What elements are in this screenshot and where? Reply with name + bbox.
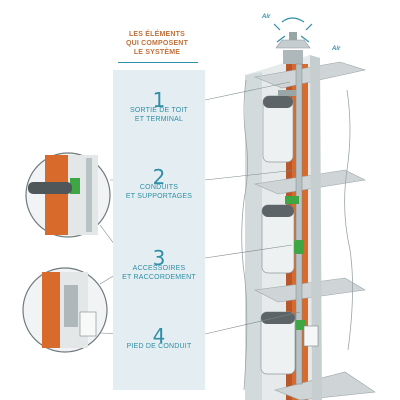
detail-circle-4 bbox=[22, 267, 108, 353]
step-4-number: 4 bbox=[152, 324, 166, 348]
boiler-top bbox=[262, 90, 296, 163]
flue-pipe bbox=[295, 63, 303, 385]
base-tray bbox=[303, 325, 319, 347]
steps-panel bbox=[113, 70, 205, 390]
title-divider bbox=[118, 62, 198, 63]
step-1-number: 1 bbox=[152, 88, 166, 112]
boiler-middle bbox=[261, 196, 299, 274]
system-title: LES ÉLÉMENTS QUI COMPOSENT LE SYSTÈME bbox=[125, 31, 189, 56]
step-3-label: ACCESSOIRES ET RACCORDEMENT bbox=[122, 265, 196, 281]
step-1-label: SORTIE DE TOIT ET TERMINAL bbox=[129, 107, 189, 123]
step-2-label: CONDUITS ET SUPPORTAGES bbox=[125, 184, 193, 200]
boiler-bottom bbox=[260, 311, 306, 375]
air-label-right: Air bbox=[332, 46, 341, 52]
step-2-number: 2 bbox=[152, 165, 166, 189]
air-label-left: Air bbox=[262, 14, 271, 20]
step-3-number: 3 bbox=[152, 246, 166, 270]
roof-terminal bbox=[273, 17, 313, 64]
step-4-label: PIED DE CONDUIT bbox=[126, 343, 192, 350]
detail-circle-2 bbox=[25, 152, 111, 238]
